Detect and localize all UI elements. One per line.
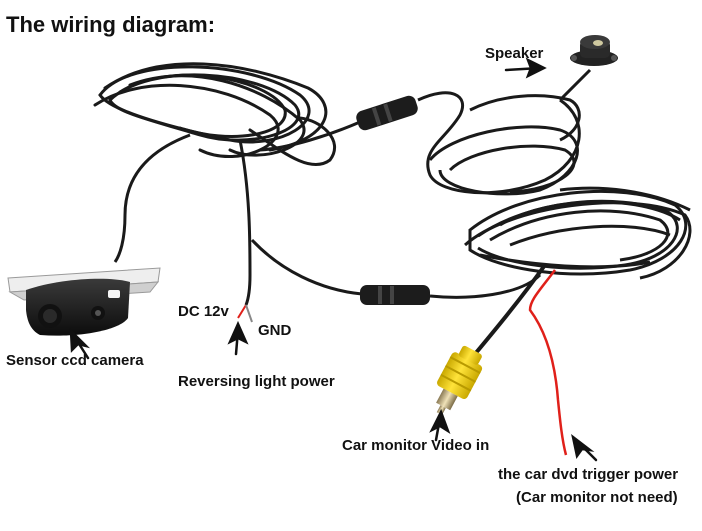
power-arrow bbox=[227, 320, 249, 356]
rca-cable bbox=[468, 263, 547, 362]
camera-label: Sensor ccd camera bbox=[6, 352, 144, 369]
speaker-link-cable bbox=[259, 120, 361, 152]
video-cable-upper bbox=[250, 238, 363, 296]
speaker-icon bbox=[570, 35, 618, 66]
speaker-connector bbox=[356, 95, 418, 131]
camera-arrow bbox=[69, 327, 91, 360]
rca-plug-icon bbox=[436, 345, 483, 416]
trigger-wire bbox=[528, 269, 568, 456]
dc12v-label: DC 12v bbox=[178, 303, 229, 320]
gnd-label: GND bbox=[258, 322, 292, 339]
speaker-label: Speaker bbox=[485, 45, 544, 62]
arrow-icon bbox=[69, 57, 598, 462]
reversing-light-label: Reversing light power bbox=[178, 373, 335, 390]
lower-cable-coil bbox=[464, 186, 692, 280]
video-arrow bbox=[429, 408, 451, 442]
dc12v-wire-end bbox=[237, 304, 247, 319]
power-cable bbox=[238, 139, 252, 306]
trigger-note-label: (Car monitor not need) bbox=[516, 489, 678, 506]
page-title: The wiring diagram: bbox=[6, 12, 216, 37]
camera-icon bbox=[7, 267, 161, 336]
speaker-arrow bbox=[504, 57, 547, 79]
upper-cable-coil bbox=[93, 62, 337, 166]
video-in-label: Car monitor Video in bbox=[342, 437, 490, 454]
camera-cable bbox=[113, 133, 191, 263]
gnd-wire-end bbox=[245, 304, 253, 323]
speaker-cable-coil bbox=[417, 68, 592, 196]
trigger-arrow bbox=[571, 433, 598, 462]
video-connector bbox=[360, 285, 430, 305]
trigger-power-label: the car dvd trigger power bbox=[498, 466, 679, 483]
